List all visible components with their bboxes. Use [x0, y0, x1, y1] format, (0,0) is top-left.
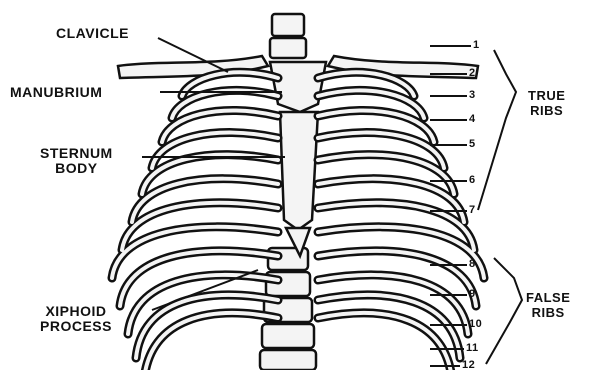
- true-ribs-line-2: RIBS: [528, 103, 565, 118]
- rib-number-5: 5: [469, 137, 476, 152]
- rib-number-8: 8: [469, 257, 476, 272]
- clavicle-text: CLAVICLE: [56, 25, 129, 41]
- false-ribs-line-2: RIBS: [526, 305, 570, 320]
- rib-number-12: 12: [462, 358, 475, 373]
- group-brackets: [478, 50, 522, 364]
- rib-number-9: 9: [469, 287, 476, 302]
- rib-number-4: 4: [469, 112, 476, 127]
- true-ribs-bracket: [478, 50, 516, 210]
- true-ribs-line-1: TRUE: [528, 88, 565, 103]
- false-ribs-line-1: FALSE: [526, 290, 570, 305]
- rib-number-7: 7: [469, 203, 476, 218]
- xiphoid-line-2: PROCESS: [40, 319, 112, 334]
- sternum-body-line-2: BODY: [40, 161, 113, 176]
- xiphoid-line-1: XIPHOID: [40, 304, 112, 319]
- sternum-body-bone: [280, 112, 318, 230]
- manubrium-bone: [270, 62, 326, 112]
- sternum-body-line-1: STERNUM: [40, 146, 113, 161]
- rib-r-12: [318, 313, 452, 370]
- rib-number-6: 6: [469, 173, 476, 188]
- false-ribs-label: FALSE RIBS: [526, 290, 570, 320]
- rib-number-1: 1: [473, 38, 480, 53]
- ribcage-illustration: [118, 14, 478, 370]
- manubrium-label: MANUBRIUM: [10, 85, 102, 100]
- clavicle-label: CLAVICLE: [56, 26, 129, 41]
- rib-number-3: 3: [469, 88, 476, 103]
- false-ribs-bracket: [486, 258, 522, 364]
- rib-number-2: 2: [469, 66, 476, 81]
- rib-number-10: 10: [469, 317, 482, 332]
- sternum-body-label: STERNUM BODY: [40, 146, 113, 176]
- true-ribs-label: TRUE RIBS: [528, 88, 565, 118]
- rib-number-11: 11: [466, 341, 479, 356]
- rib-l-12: [144, 313, 278, 370]
- xiphoid-process-label: XIPHOID PROCESS: [40, 304, 112, 334]
- manubrium-text: MANUBRIUM: [10, 84, 102, 100]
